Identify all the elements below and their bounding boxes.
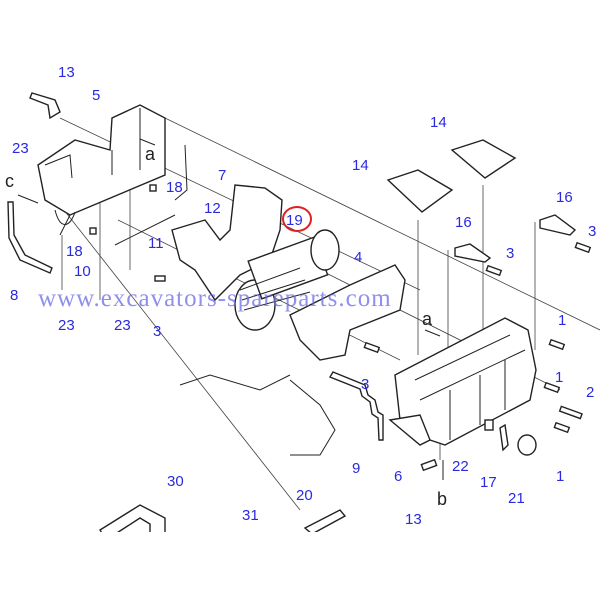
label-23: 23 [114, 317, 131, 334]
label-14: 14 [352, 157, 369, 174]
strip-part [7, 201, 53, 274]
label-18: 18 [166, 179, 183, 196]
label-3: 3 [153, 323, 161, 340]
label-6: 6 [394, 468, 402, 485]
fan-housing-lower-part [289, 264, 406, 361]
label-11: 11 [148, 235, 164, 252]
label-18: 18 [66, 243, 83, 260]
bolts [89, 184, 592, 434]
label-19: 19 [286, 212, 303, 229]
clip-part [484, 419, 494, 431]
direction-arrows [17, 138, 444, 480]
label-a: a [422, 309, 433, 329]
label-13-bottom: 13 [405, 511, 422, 528]
label-2: 2 [586, 384, 594, 401]
label-13-top: 13 [58, 64, 75, 81]
clamp-part [499, 423, 509, 452]
wire-harness-part [179, 374, 336, 456]
label-16: 16 [455, 214, 472, 231]
label-21: 21 [508, 490, 525, 507]
label-1: 1 [558, 312, 566, 329]
upper-housing-part [37, 104, 166, 236]
label-17: 17 [480, 474, 497, 491]
label-b: b [437, 489, 447, 509]
main-case-part [388, 317, 537, 446]
label-9: 9 [352, 460, 360, 477]
bracket-part [328, 371, 384, 441]
label-14: 14 [430, 114, 447, 131]
hose-part-31 [303, 509, 347, 535]
label-23: 23 [58, 317, 75, 334]
fan-housing-half-part [171, 184, 283, 302]
label-5: 5 [92, 87, 100, 104]
label-4: 4 [354, 249, 362, 266]
label-20: 20 [296, 487, 313, 504]
label-12: 12 [204, 200, 221, 217]
label-1: 1 [555, 369, 563, 386]
label-3: 3 [588, 223, 596, 240]
label-8: 8 [10, 287, 18, 304]
label-c: c [5, 171, 14, 191]
bracket-part-icon [29, 92, 61, 120]
label-16: 16 [556, 189, 573, 206]
label-3: 3 [506, 245, 514, 262]
watermark: www.excavators-spareparts.com [38, 285, 392, 312]
label-10: 10 [74, 263, 91, 280]
seal-rings [386, 139, 517, 213]
rod-part [114, 144, 188, 246]
label-7: 7 [218, 167, 226, 184]
label-23: 23 [12, 140, 29, 157]
highlight-circle [282, 206, 312, 232]
label-a: a [145, 144, 156, 164]
label-1: 1 [556, 468, 564, 485]
label-31: 31 [242, 507, 259, 524]
label-22: 22 [452, 458, 469, 475]
label-3: 3 [361, 376, 369, 393]
callout-labels: 13 5 23 a c 18 7 12 19 18 11 8 10 23 23 … [5, 64, 596, 528]
pad-part [420, 458, 438, 472]
grommet-part [517, 434, 537, 456]
label-30: 30 [167, 473, 184, 490]
blank-area [0, 532, 600, 600]
bracket-16b [539, 214, 577, 236]
blower-motor-part [234, 229, 340, 331]
bracket-16a [454, 243, 492, 263]
